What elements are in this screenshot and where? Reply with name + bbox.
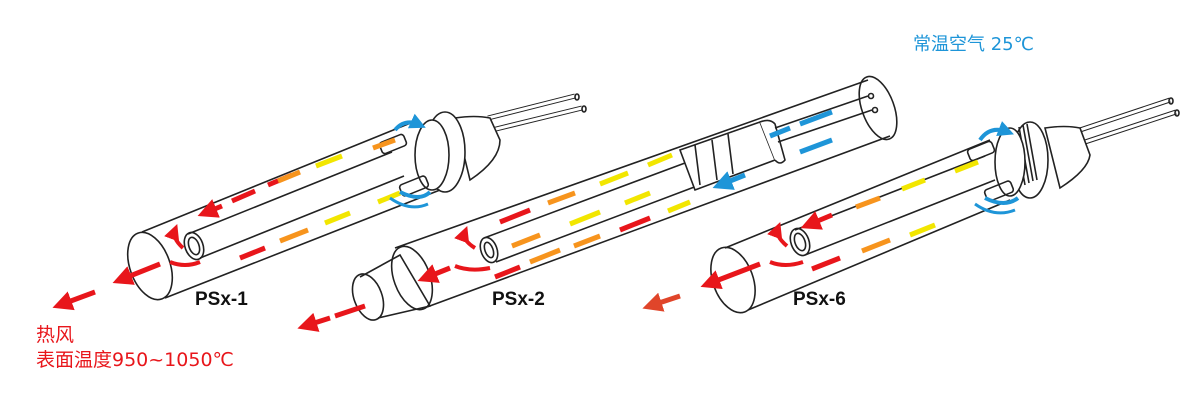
heater-psx-1 bbox=[126, 93, 587, 301]
flow-psx-2 bbox=[297, 109, 833, 332]
nozzle-mouth bbox=[390, 245, 434, 311]
model-label-psx-6: PSx-6 bbox=[793, 289, 846, 310]
outer-tube bbox=[394, 79, 891, 308]
inner-element bbox=[794, 155, 996, 256]
flow-psx-1 bbox=[52, 113, 432, 311]
model-label-psx-2: PSx-2 bbox=[492, 289, 545, 310]
end-cap bbox=[414, 111, 501, 193]
model-label-psx-1: PSx-1 bbox=[195, 289, 248, 310]
heater-psx-2 bbox=[351, 75, 898, 321]
inner-element bbox=[483, 162, 698, 263]
outer-tube bbox=[141, 119, 441, 299]
lead-wires bbox=[1079, 97, 1180, 145]
hot-air-label: 热风 bbox=[36, 324, 75, 346]
flow-psx-6 bbox=[642, 121, 1020, 312]
surface-temp-label: 表面温度950~1050℃ bbox=[36, 349, 234, 371]
heater-psx-6 bbox=[710, 97, 1180, 314]
inner-element bbox=[187, 151, 405, 259]
threaded-fitting bbox=[994, 121, 1091, 199]
lead-wires bbox=[487, 93, 587, 133]
ambient-air-label: 常温空气 25℃ bbox=[913, 34, 1034, 55]
nozzle bbox=[359, 253, 432, 319]
connector-block bbox=[678, 119, 786, 192]
